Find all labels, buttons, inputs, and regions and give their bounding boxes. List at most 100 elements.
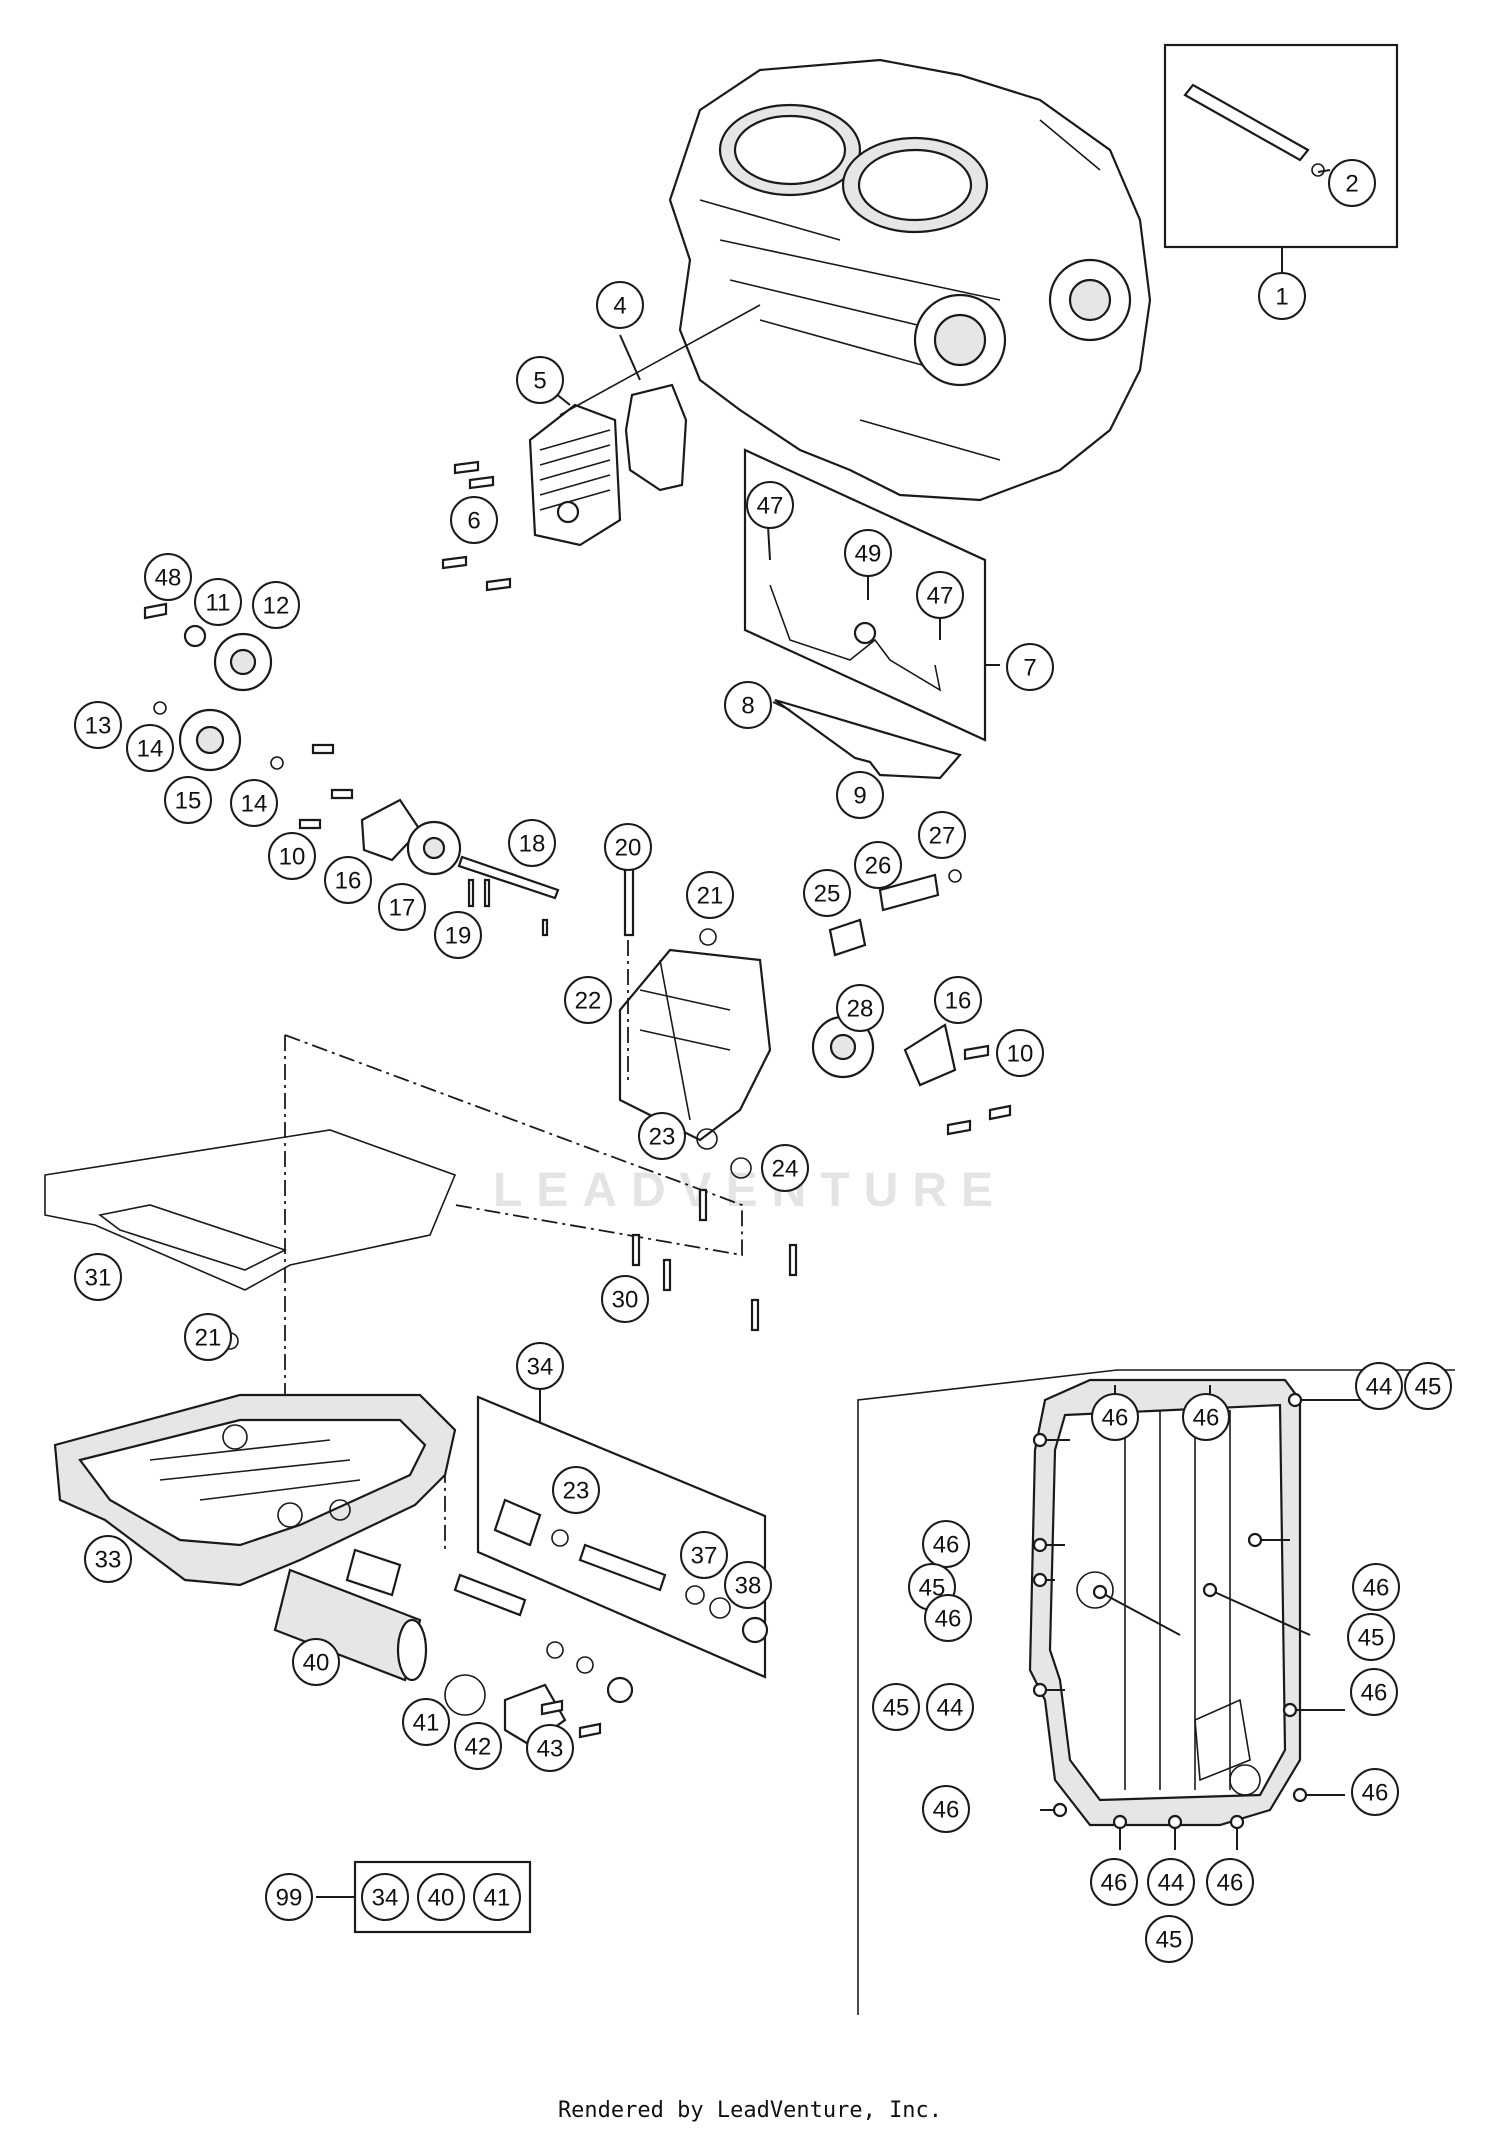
callout-2: 2	[1328, 159, 1376, 207]
callout-19: 19	[434, 911, 482, 959]
callout-circle	[1006, 643, 1054, 691]
callout-20: 20	[604, 823, 652, 871]
callout-37: 37	[680, 1531, 728, 1579]
callout-34: 34	[361, 1873, 409, 1921]
callout-circle	[918, 811, 966, 859]
callout-label: 27	[929, 823, 956, 850]
callout-26: 26	[854, 841, 902, 889]
callout-circle	[934, 976, 982, 1024]
callout-circle	[1351, 1768, 1399, 1816]
callout-18: 18	[508, 819, 556, 867]
callout-circle	[836, 984, 884, 1032]
oil-cooler	[441, 304, 761, 592]
oil-filter	[273, 1548, 634, 1747]
callout-10: 10	[268, 832, 316, 880]
callout-48: 48	[144, 553, 192, 601]
callout-46: 46	[1350, 1668, 1398, 1716]
callout-1: 1	[1258, 272, 1306, 320]
callout-40: 40	[292, 1638, 340, 1686]
callout-circle	[1147, 1858, 1195, 1906]
callout-circle	[680, 1531, 728, 1579]
callout-49: 49	[844, 529, 892, 577]
callout-circle	[1350, 1668, 1398, 1716]
callout-circle	[922, 1520, 970, 1568]
callout-label: 9	[853, 783, 866, 810]
callout-6: 6	[450, 496, 498, 544]
callout-45: 45	[872, 1683, 920, 1731]
callout-label: 20	[615, 835, 642, 862]
callout-label: 30	[612, 1287, 639, 1314]
callout-circle	[1347, 1613, 1395, 1661]
callout-41: 41	[402, 1698, 450, 1746]
callout-circle	[724, 681, 772, 729]
callout-label: 15	[175, 788, 202, 815]
callout-23: 23	[638, 1112, 686, 1160]
callout-44: 44	[1147, 1858, 1195, 1906]
callout-label: 26	[865, 853, 892, 880]
callout-30: 30	[601, 1275, 649, 1323]
callout-33: 33	[84, 1535, 132, 1583]
callout-circle	[854, 841, 902, 889]
callout-21: 21	[686, 871, 734, 919]
callout-label: 37	[691, 1543, 718, 1570]
callout-circle	[454, 1722, 502, 1770]
oil-pan	[53, 1332, 457, 1587]
callout-12: 12	[252, 581, 300, 629]
callout-46: 46	[922, 1785, 970, 1833]
callout-circle	[230, 779, 278, 827]
callout-label: 47	[927, 583, 954, 610]
callout-label: 45	[1156, 1927, 1183, 1954]
footer-credit: Rendered by LeadVenture, Inc.	[557, 2098, 943, 2123]
callout-label: 46	[933, 1797, 960, 1824]
callout-label: 34	[527, 1354, 554, 1381]
callout-circle	[252, 581, 300, 629]
callout-label: 46	[933, 1532, 960, 1559]
callout-circle	[361, 1873, 409, 1921]
callout-circle	[552, 1466, 600, 1514]
callout-circle	[844, 529, 892, 577]
callout-circle	[924, 1594, 972, 1642]
callout-label: 46	[1362, 1780, 1389, 1807]
callout-circle	[761, 1144, 809, 1192]
callout-34: 34	[516, 1342, 564, 1390]
callout-17: 17	[378, 883, 426, 931]
callout-circle	[265, 1873, 313, 1921]
callout-44: 44	[926, 1683, 974, 1731]
callout-label: 10	[1007, 1041, 1034, 1068]
callout-circle	[450, 496, 498, 544]
callout-5: 5	[516, 356, 564, 404]
callout-circle	[686, 871, 734, 919]
callout-label: 14	[137, 736, 164, 763]
callout-label: 49	[855, 541, 882, 568]
callout-circle	[1145, 1915, 1193, 1963]
callout-label: 46	[1193, 1405, 1220, 1432]
callout-label: 46	[1363, 1575, 1390, 1602]
callout-label: 99	[276, 1885, 303, 1912]
callout-circle	[1091, 1393, 1139, 1441]
callout-28: 28	[836, 984, 884, 1032]
callout-25: 25	[803, 869, 851, 917]
oil-line-box	[743, 448, 1000, 742]
callout-circle	[1352, 1563, 1400, 1611]
callout-circle	[1355, 1362, 1403, 1410]
callout-31: 31	[74, 1253, 122, 1301]
callout-label: 19	[445, 923, 472, 950]
oil-pump-sprockets	[143, 602, 284, 772]
callout-40: 40	[417, 1873, 465, 1921]
callout-38: 38	[724, 1561, 772, 1609]
callout-circle	[601, 1275, 649, 1323]
callout-circle	[1404, 1362, 1452, 1410]
callout-label: 12	[263, 593, 290, 620]
callout-42: 42	[454, 1722, 502, 1770]
callout-46: 46	[1351, 1768, 1399, 1816]
callout-label: 46	[1217, 1870, 1244, 1897]
callout-label: 43	[537, 1736, 564, 1763]
callout-label: 2	[1345, 171, 1358, 198]
callout-label: 23	[563, 1478, 590, 1505]
callout-circle	[417, 1873, 465, 1921]
callout-13: 13	[74, 701, 122, 749]
callout-circle	[194, 578, 242, 626]
callout-circle	[836, 771, 884, 819]
